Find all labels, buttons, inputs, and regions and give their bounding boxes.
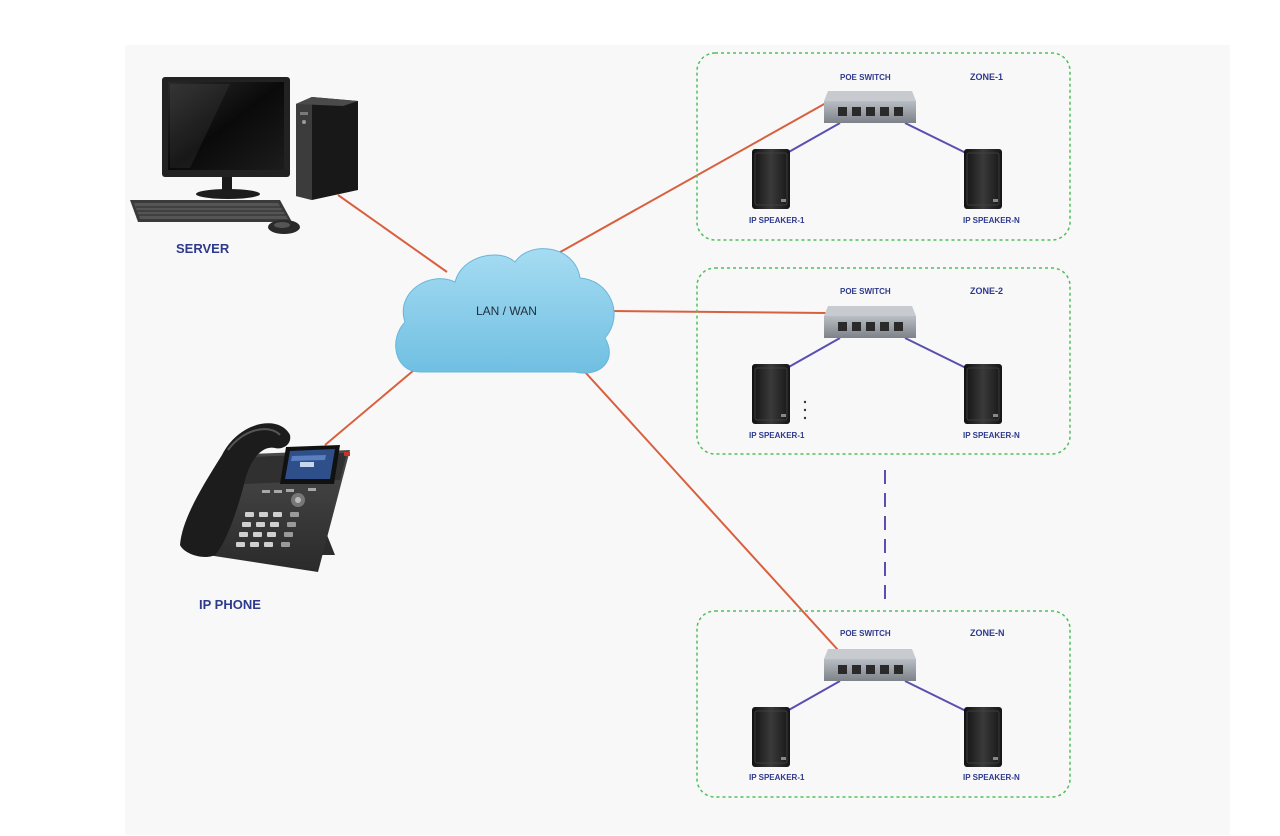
zone-1-name: ZONE-1 bbox=[970, 72, 1004, 82]
zone-n-poe-link-left bbox=[786, 680, 841, 712]
more-speakers-dots bbox=[803, 400, 807, 420]
zone-n-speaker-first-icon bbox=[752, 707, 790, 767]
zone-2-poe-switch-icon bbox=[824, 306, 916, 338]
ip-phone-icon bbox=[180, 423, 350, 572]
network-links bbox=[324, 102, 839, 651]
zone-2-name: ZONE-2 bbox=[970, 286, 1004, 296]
zone-1-border bbox=[696, 52, 1071, 241]
zone-1-poe-link-right bbox=[904, 122, 967, 154]
zone-2 bbox=[696, 267, 1071, 455]
cloud-label: LAN / WAN bbox=[476, 304, 537, 318]
zone-1-poe-link-left bbox=[786, 122, 841, 154]
zone-1-speaker-last-label: IP SPEAKER-N bbox=[963, 216, 1020, 225]
zone-2-speaker-last-icon bbox=[964, 364, 1002, 424]
zone-n-poe-link-right bbox=[904, 680, 967, 712]
link-phone-cloud bbox=[324, 364, 421, 446]
lan-wan-cloud bbox=[395, 248, 615, 374]
zone-1-speaker-first-label: IP SPEAKER-1 bbox=[749, 216, 805, 225]
zone-n-name: ZONE-N bbox=[970, 628, 1005, 638]
zone-n-speaker-last-label: IP SPEAKER-N bbox=[963, 773, 1020, 782]
zone-2-switch-label: POE SWITCH bbox=[840, 287, 891, 296]
link-cloud-zonen bbox=[584, 371, 839, 651]
zone-2-speaker-first-icon bbox=[752, 364, 790, 424]
link-cloud-zone2 bbox=[609, 310, 827, 314]
zone-n-border bbox=[696, 610, 1071, 798]
zone-2-poe-link-left bbox=[786, 337, 841, 369]
zone-2-poe-link-right bbox=[904, 337, 967, 369]
zone-n bbox=[696, 610, 1071, 798]
zone-2-border bbox=[696, 267, 1071, 455]
zone-1-speaker-first-icon bbox=[752, 149, 790, 209]
zone-n-switch-label: POE SWITCH bbox=[840, 629, 891, 638]
zone-1-switch-label: POE SWITCH bbox=[840, 73, 891, 82]
zone-2-speaker-last-label: IP SPEAKER-N bbox=[963, 431, 1020, 440]
ip-phone-label: IP PHONE bbox=[199, 597, 261, 612]
zone-1 bbox=[696, 52, 1071, 241]
zone-n-poe-switch-icon bbox=[824, 649, 916, 681]
server-label: SERVER bbox=[176, 241, 230, 256]
zone-n-speaker-last-icon bbox=[964, 707, 1002, 767]
zone-2-speaker-first-label: IP SPEAKER-1 bbox=[749, 431, 805, 440]
zone-1-speaker-last-icon bbox=[964, 149, 1002, 209]
link-server-cloud bbox=[337, 194, 448, 273]
server-icon bbox=[130, 77, 358, 234]
zone-1-poe-switch-icon bbox=[824, 91, 916, 123]
zone-n-speaker-first-label: IP SPEAKER-1 bbox=[749, 773, 805, 782]
link-cloud-zone1 bbox=[554, 102, 827, 256]
